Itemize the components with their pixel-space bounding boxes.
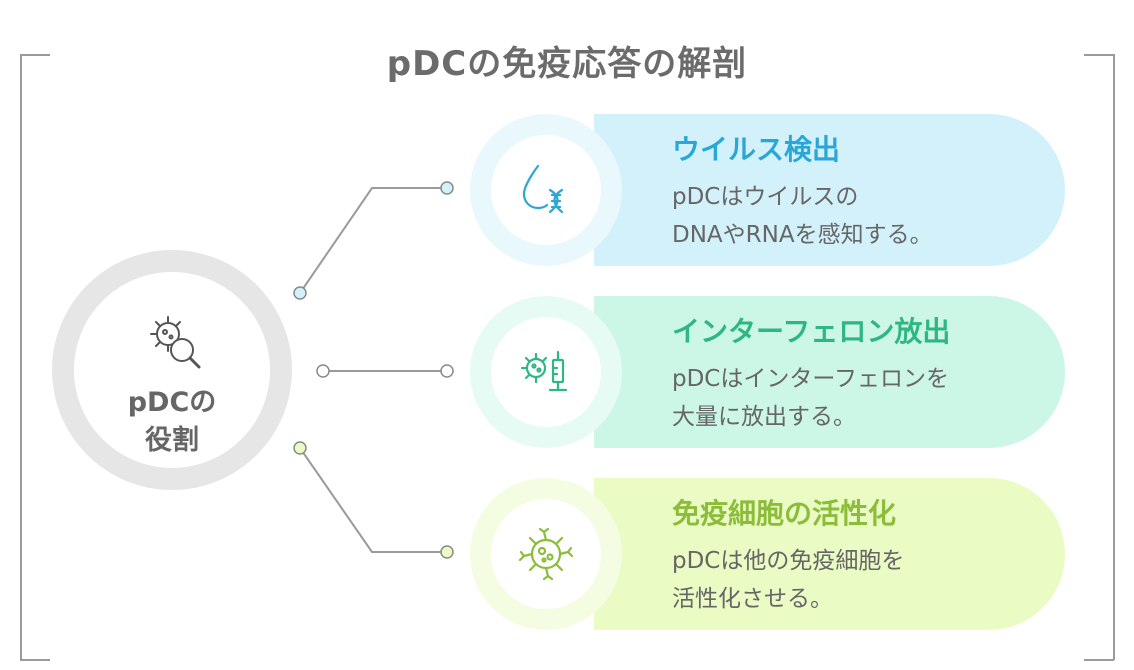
card-interferon-release: インターフェロン放出 pDCはインターフェロンを 大量に放出する。 [470,296,1065,448]
card-immune-activation-icon-holder [491,499,601,609]
card-virus-detection-heading: ウイルス検出 [672,133,841,166]
center-label-line1: pDCの [127,387,217,418]
card-interferon-release-heading: インターフェロン放出 [672,315,951,348]
card-virus-detection-background [594,114,1065,266]
card-immune-activation-desc-line1: pDCは他の免疫細胞を [672,548,905,574]
center-node: pDCの 役割 [52,250,292,490]
card-immune-activation: 免疫細胞の活性化 pDCは他の免疫細胞を 活性化させる。 [470,478,1065,630]
frame-right-edge [1113,54,1115,660]
frame-left-top-tick [20,54,50,56]
connector-middle-start-dot [316,364,330,378]
activated-cell-icon [518,527,574,581]
center-label: pDCの 役割 [74,384,270,460]
frame-left-edge [20,54,22,660]
frame-right-bottom-tick [1084,659,1114,661]
card-interferon-release-background [594,296,1065,448]
connector-middle [316,364,454,378]
connector-middle-end-dot [440,364,454,378]
center-label-line2: 役割 [145,425,199,456]
connector-bottom-start-dot [293,441,307,455]
card-virus-detection-icon-holder [491,135,601,245]
card-immune-activation-heading: 免疫細胞の活性化 [672,497,897,530]
virus-syringe-icon [520,350,568,392]
card-virus-detection-icon-ring [470,114,622,266]
card-interferon-release-icon-holder [491,317,601,427]
card-virus-detection-desc-line1: pDCはウイルスの [672,184,859,210]
card-immune-activation-description: pDCは他の免疫細胞を 活性化させる。 [672,542,904,618]
card-interferon-release-icon-ring [470,296,622,448]
virus-magnifier-icon [150,316,201,369]
card-virus-detection: ウイルス検出 pDCはウイルスの DNAやRNAを感知する。 [470,114,1065,266]
card-immune-activation-desc-line2: 活性化させる。 [672,586,833,612]
connector-top-end-dot [440,181,454,195]
card-virus-detection-description: pDCはウイルスの DNAやRNAを感知する。 [672,178,933,254]
card-interferon-release-desc-line1: pDCはインターフェロンを [672,366,949,392]
card-immune-activation-icon-ring [470,478,622,630]
frame-right-top-tick [1084,54,1114,56]
center-node-inner: pDCの 役割 [74,272,270,468]
droplet-dna-icon [522,164,564,214]
diagram-title: pDCの免疫応答の解剖 [386,44,748,84]
connector-top-start-dot [293,286,307,300]
card-interferon-release-description: pDCはインターフェロンを 大量に放出する。 [672,360,949,436]
card-virus-detection-desc-line2: DNAやRNAを感知する。 [672,222,933,248]
connector-bottom-end-dot [440,545,454,559]
card-interferon-release-desc-line2: 大量に放出する。 [672,404,856,430]
card-immune-activation-background [594,478,1065,630]
connector-bottom [293,441,454,559]
frame-left-bottom-tick [20,659,50,661]
connector-top [293,181,454,300]
